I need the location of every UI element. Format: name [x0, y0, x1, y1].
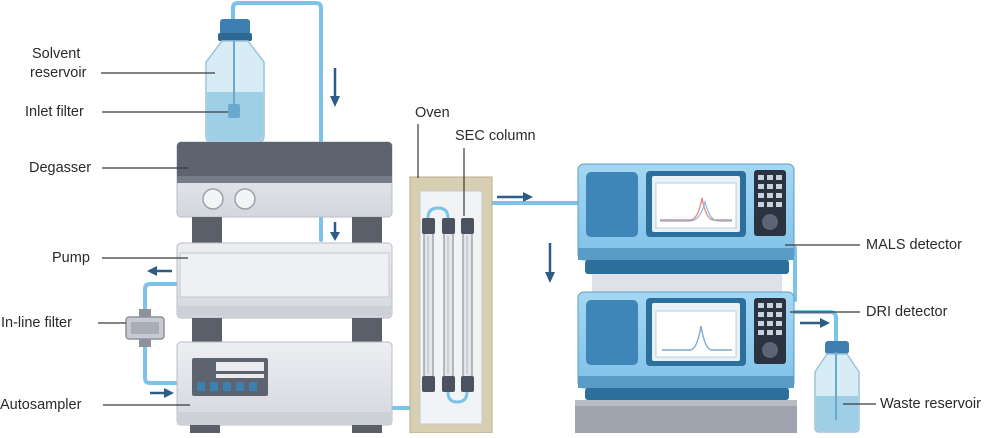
inlet-filter-label: Inlet filter — [25, 104, 84, 120]
tube-pump-to-filter — [143, 282, 180, 317]
pump-unit — [176, 242, 393, 319]
degasser-label: Degasser — [29, 160, 92, 176]
inline-filter-label: In-line filter — [1, 315, 72, 331]
oven-label: Oven — [415, 105, 450, 121]
mals-detector-unit — [577, 163, 795, 261]
solvent-reservoir-label-line1: Solvent — [32, 46, 81, 62]
flow-arrows — [147, 68, 830, 398]
autosampler-unit — [176, 341, 393, 426]
autosampler-label: Autosampler — [0, 397, 82, 413]
inline-filter — [125, 309, 165, 347]
waste-reservoir-label: Waste reservoir — [880, 396, 981, 412]
degasser-unit — [176, 141, 393, 218]
dri-detector-unit — [577, 291, 795, 389]
pump-label: Pump — [52, 250, 90, 266]
mals-detector-label: MALS detector — [866, 237, 962, 253]
tube-dri-to-waste — [793, 310, 838, 347]
dri-detector-label: DRI detector — [866, 304, 948, 320]
solvent-reservoir-label-line2: reservoir — [30, 65, 87, 81]
solvent-reservoir-bottle — [205, 19, 265, 143]
tube-reservoir-to-pump — [231, 1, 323, 242]
waste-reservoir-bottle — [814, 341, 860, 433]
leader-lines — [98, 72, 876, 406]
tube-filter-to-autosampler — [143, 343, 182, 385]
sec-columns — [422, 206, 474, 404]
sec-column-label: SEC column — [455, 128, 536, 144]
